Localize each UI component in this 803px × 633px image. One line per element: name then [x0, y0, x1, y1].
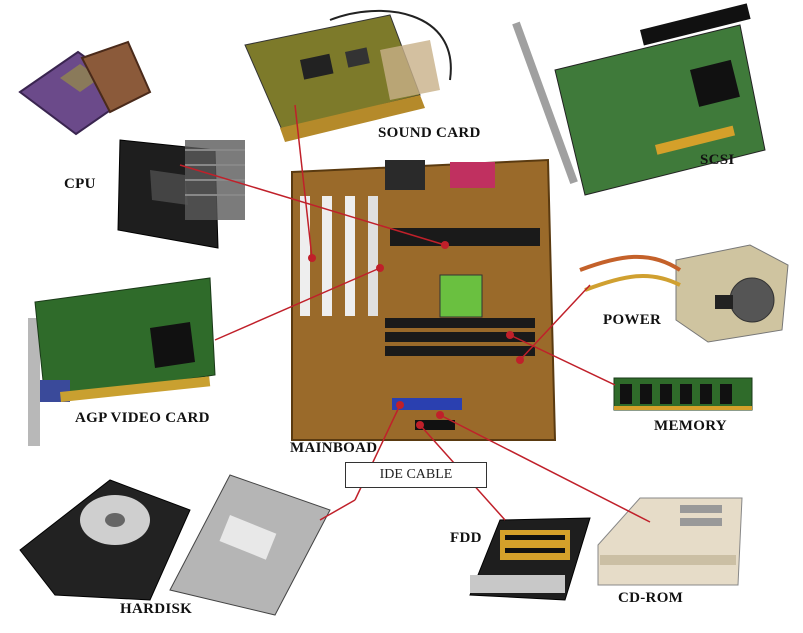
label-fdd: FDD: [450, 530, 482, 546]
memory-slot-dot: [506, 331, 514, 339]
label-scsi: SCSI: [700, 152, 735, 168]
label-agp-video-card: AGP VIDEO CARD: [75, 410, 210, 426]
label-hardisk: HARDISK: [120, 601, 193, 617]
fdd-slot-dot: [416, 421, 424, 429]
sound-card-connector-line: [294, 104, 313, 259]
label-mainboard: MAINBOAD: [290, 440, 378, 456]
sound-card-slot-dot: [308, 254, 316, 262]
floppy-drive-image: [469, 517, 591, 601]
power-slot-dot: [516, 356, 524, 364]
label-memory: MEMORY: [654, 418, 727, 434]
ide-slot-dot: [396, 401, 404, 409]
memory-connector-line: [509, 334, 616, 386]
ide2-slot-dot: [436, 411, 444, 419]
cdrom-connector-line: [439, 414, 651, 523]
mainboard-image: [291, 158, 557, 441]
hard-disk-open-image: [19, 479, 191, 601]
label-ide-cable: IDE CABLE: [345, 462, 487, 488]
hard-disk-cable-line-2: [319, 499, 356, 521]
cpu-connector-line: [179, 164, 446, 246]
label-sound-card: SOUND CARD: [378, 125, 481, 141]
label-power: POWER: [603, 312, 662, 328]
label-cd-rom: CD-ROM: [618, 590, 684, 606]
cpu-chip-image: [18, 40, 152, 136]
scsi-card-image: [512, 3, 766, 196]
cdrom-drive-image: [597, 497, 743, 586]
agp-video-card-image: [28, 277, 216, 446]
sound-card-image: [244, 9, 452, 142]
cpu-slot-dot: [441, 241, 449, 249]
cpu-cartridge-image: [117, 139, 245, 249]
memory-module-image: [613, 377, 753, 411]
agp-slot-dot: [376, 264, 384, 272]
power-connector-line: [519, 284, 591, 361]
hard-disk-closed-image: [169, 474, 331, 616]
label-cpu: CPU: [64, 176, 96, 192]
power-supply-image: [579, 244, 789, 343]
agp-connector-line: [214, 267, 381, 341]
